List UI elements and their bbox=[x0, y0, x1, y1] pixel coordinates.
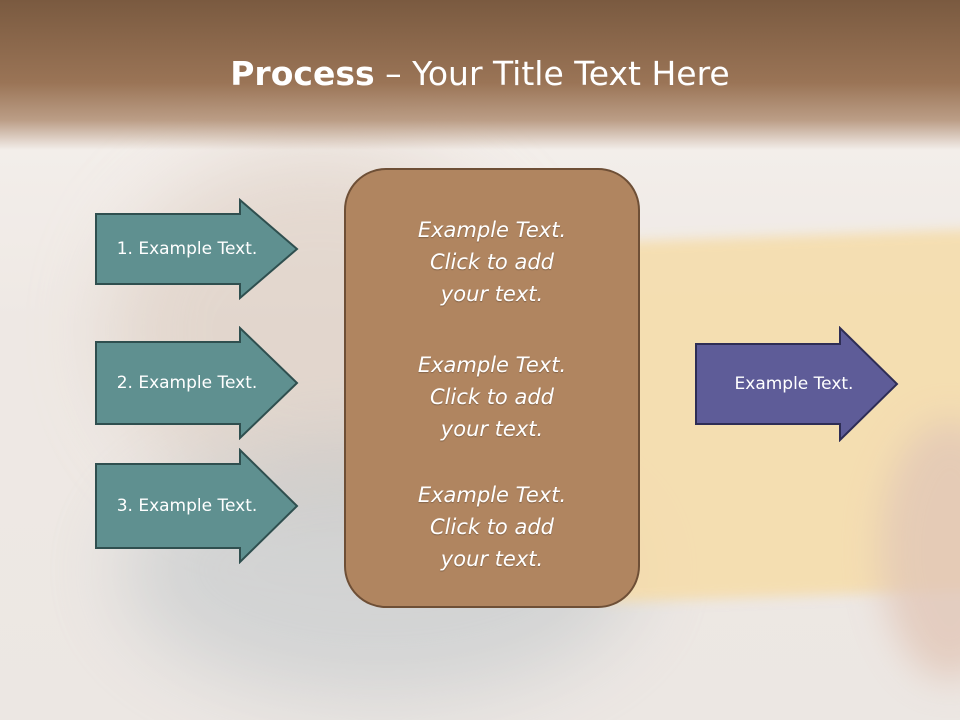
center-process-box[interactable]: Example Text. Click to add your text. Ex… bbox=[344, 168, 640, 608]
output-arrow[interactable]: Example Text. bbox=[694, 326, 900, 442]
center-text-line: Click to add bbox=[429, 250, 554, 274]
center-text-line: your text. bbox=[440, 282, 544, 306]
title-bold: Process bbox=[230, 54, 375, 93]
output-arrow-label: Example Text. bbox=[734, 374, 854, 394]
center-text-line: Example Text. bbox=[417, 353, 567, 377]
center-text-line: Example Text. bbox=[417, 218, 567, 242]
title-rest: – Your Title Text Here bbox=[374, 54, 730, 93]
center-text-line: your text. bbox=[440, 547, 544, 571]
arrow-shape bbox=[95, 326, 299, 440]
input-arrow-label: 1. Example Text. bbox=[116, 239, 258, 259]
input-arrow-3[interactable]: 3. Example Text. bbox=[94, 448, 300, 564]
title-bar bbox=[0, 0, 960, 150]
input-arrow-1[interactable]: 1. Example Text. bbox=[94, 198, 300, 300]
center-text-line: your text. bbox=[440, 417, 544, 441]
input-arrow-label: 2. Example Text. bbox=[116, 373, 258, 393]
arrow-shape bbox=[695, 326, 899, 442]
center-text-block-1[interactable]: Example Text. Click to add your text. bbox=[346, 214, 638, 310]
center-text-line: Click to add bbox=[429, 385, 554, 409]
arrow-shape bbox=[95, 198, 299, 300]
arrow-shape bbox=[95, 448, 299, 564]
center-text-line: Click to add bbox=[429, 515, 554, 539]
center-text-block-2[interactable]: Example Text. Click to add your text. bbox=[346, 349, 638, 445]
center-text-block-3[interactable]: Example Text. Click to add your text. bbox=[346, 479, 638, 575]
input-arrow-2[interactable]: 2. Example Text. bbox=[94, 326, 300, 440]
input-arrow-label: 3. Example Text. bbox=[116, 496, 258, 516]
center-text-line: Example Text. bbox=[417, 483, 567, 507]
slide-title[interactable]: Process – Your Title Text Here bbox=[0, 52, 960, 96]
